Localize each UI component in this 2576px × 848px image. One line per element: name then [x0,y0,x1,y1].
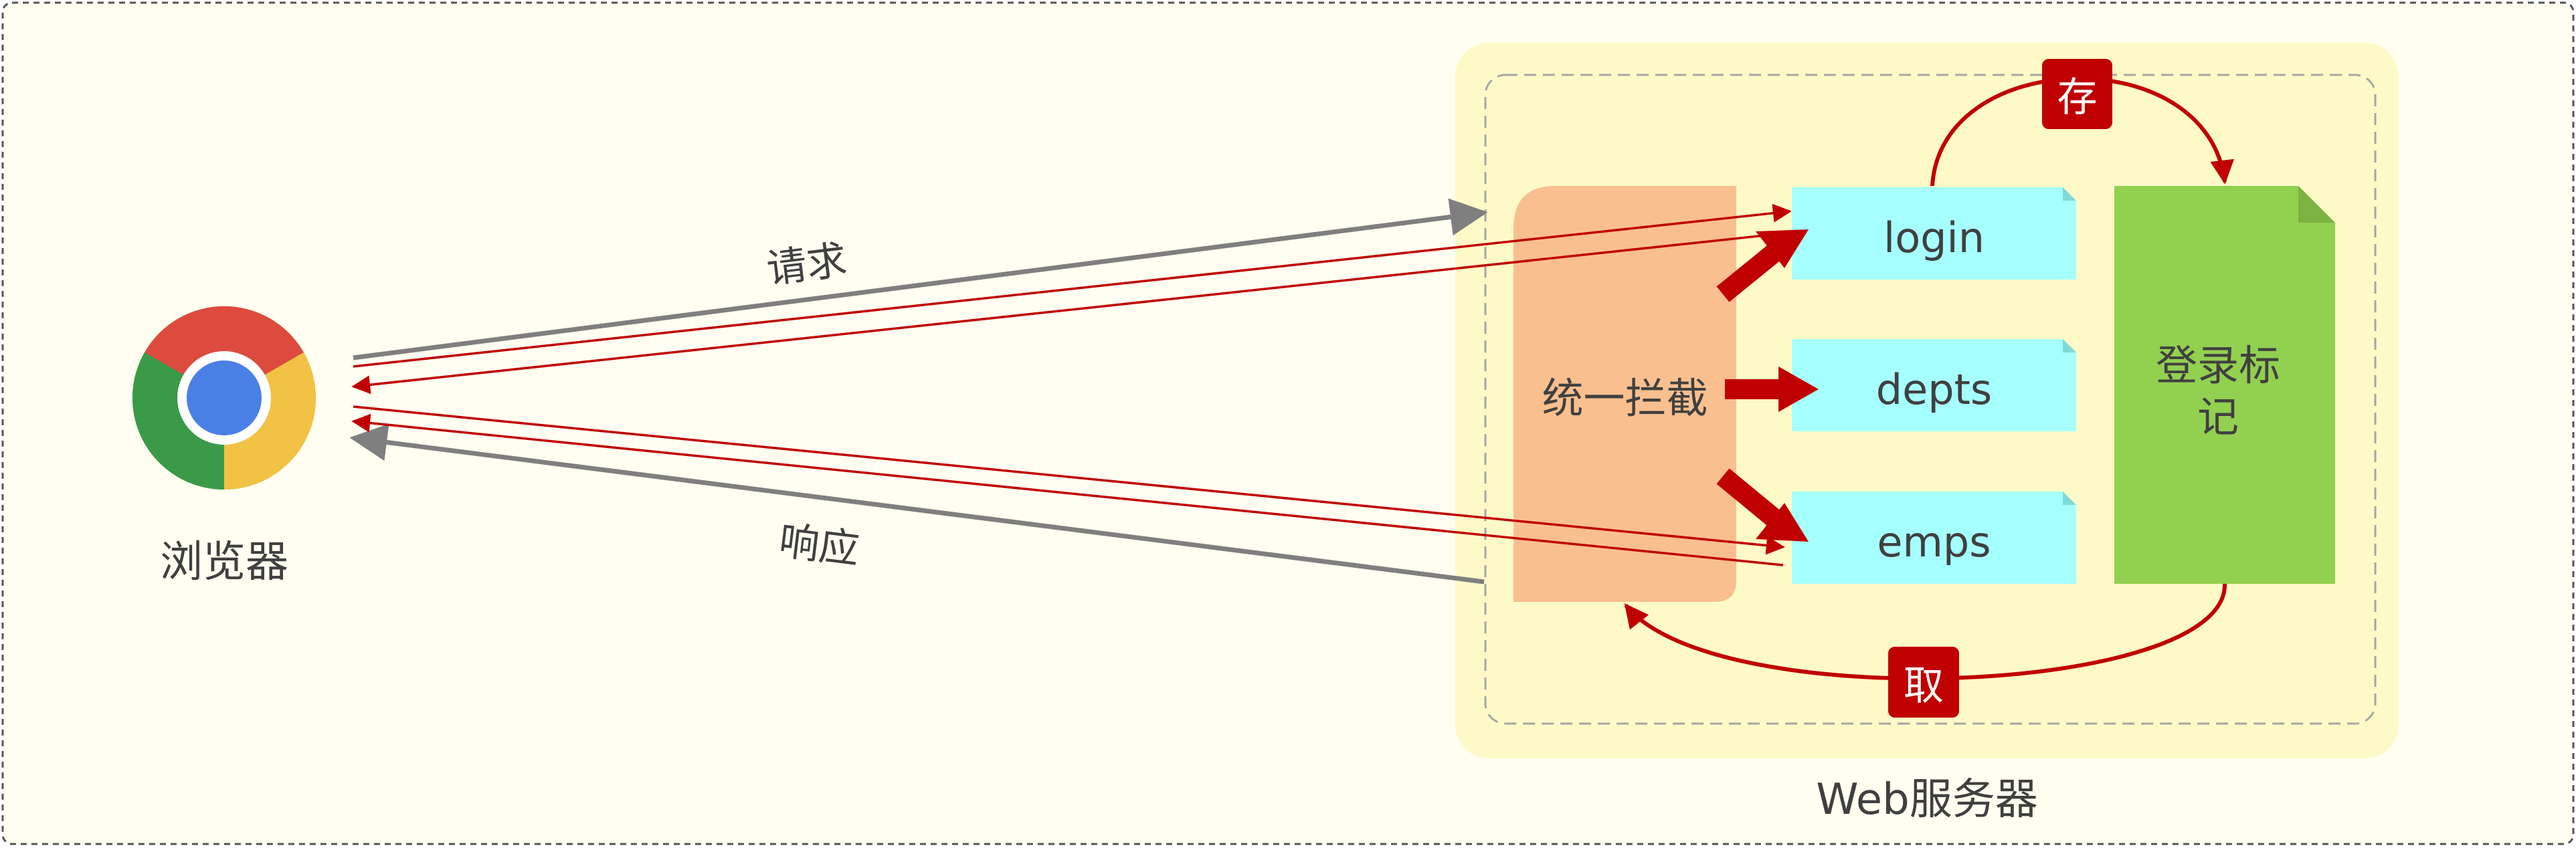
emps-fold [2063,492,2076,505]
server-inner-frame [1484,74,2377,725]
red-response-emps-arrow [351,413,1784,566]
red-request-login-arrow [353,203,1792,368]
fetch-curve-arrow [1624,583,2227,681]
response-label: 响应 [776,517,862,574]
server-label: Web服务器 [1816,775,2038,825]
depts-label: depts [1875,364,1993,414]
store-badge: 存 [2057,74,2098,121]
login-flag-label: 登录标 记 [2155,340,2280,442]
emps-label: emps [1877,517,1991,566]
login-label: login [1883,213,1985,262]
dispatch-arrow-depts [1725,366,1819,412]
login-box [1792,187,2076,280]
login-fold [2063,187,2076,201]
login-flag-box [2114,186,2335,584]
red-request-emps-arrow [353,405,1785,555]
depts-box [1792,339,2076,431]
red-response-login-arrow [351,231,1790,395]
depts-fold [2063,339,2076,352]
emps-box [1792,492,2076,584]
request-label: 请求 [763,236,850,293]
fetch-badge: 取 [1904,662,1944,710]
request-arrow [353,198,1488,360]
chrome-browser-icon [132,306,316,490]
store-badge-box [2042,59,2112,129]
response-arrow [349,423,1485,585]
dispatch-arrow-login [1716,229,1809,302]
interceptor-box [1513,186,1736,602]
dispatch-arrow-emps [1716,468,1809,542]
browser-label: 浏览器 [160,538,288,587]
fetch-badge-box [1888,647,1959,718]
interceptor-label: 统一拦截 [1542,374,1708,423]
login-flag-fold [2298,186,2335,223]
